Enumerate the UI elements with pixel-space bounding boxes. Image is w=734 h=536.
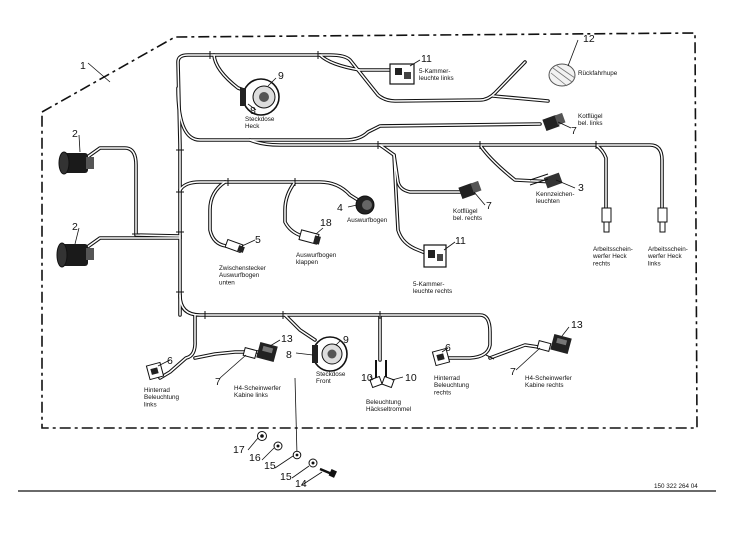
connector-kotfluegel-links (542, 112, 566, 132)
work-light-plug-links (657, 207, 668, 233)
callout-label-6: Hinterrad (144, 387, 170, 394)
callout-label-6: links (144, 401, 157, 408)
connector-kotfluegel-rechts (458, 180, 482, 200)
callout-number-2: 2 (72, 221, 78, 233)
drawing-number: 150 322 264 04 (654, 483, 698, 490)
callout-number-1: 1 (80, 60, 86, 72)
assembly-boundary (41, 32, 698, 429)
callout-label-7: Kotflügel (453, 208, 478, 215)
socket-front (312, 336, 348, 372)
callout-label-12: Rückfahrhupe (578, 70, 618, 77)
work-light-label: rechts (593, 260, 610, 267)
callout-label-10: Beleuchtung (366, 399, 402, 406)
callout-number-11: 11 (421, 53, 432, 65)
callout-number-11: 11 (455, 235, 466, 247)
callout-label-5: Auswurfbogen (219, 272, 260, 279)
callout-label-18: Auswurfbogen (296, 252, 337, 259)
callout-label-7: Kabine rechts (525, 382, 564, 389)
callout-number-14: 14 (295, 478, 307, 490)
harness-wires (84, 51, 664, 380)
callout-label-7: bel. rechts (453, 215, 482, 222)
callout-label-8: Steckdose (316, 371, 346, 378)
callout-number-17: 17 (233, 444, 245, 456)
callout-label-8: Steckdose (245, 116, 275, 123)
callout-number-13: 13 (281, 333, 293, 345)
callout-label-3: Kennzeichen- (536, 191, 575, 198)
callout-label-11: leuchte links (419, 75, 454, 82)
callout-label-7: H4-Scheinwerfer (525, 375, 572, 382)
callout-number-15: 15 (280, 471, 292, 483)
callout-number-5: 5 (255, 234, 261, 246)
callout-label-11: leuchte rechts (413, 288, 452, 295)
callout-number-16: 16 (249, 452, 261, 464)
leader-lines (74, 39, 579, 486)
reversing-horn (548, 63, 576, 87)
work-light-label: Arbeitsschein- (648, 246, 688, 253)
connector-kennzeichen (529, 172, 563, 189)
callout-number-7: 7 (215, 376, 221, 388)
callout-label-5: Zwischenstecker (219, 265, 266, 272)
flaps-connector (298, 229, 321, 245)
callout-number-10: 10 (405, 372, 417, 384)
callout-label-10: Häckseltrommel (366, 406, 411, 413)
callout-number-8: 8 (286, 349, 292, 361)
callout-number-13: 13 (571, 319, 583, 331)
callout-label-7: Kabine links (234, 392, 268, 399)
callout-number-4: 4 (337, 202, 343, 214)
callout-number-3: 3 (578, 182, 584, 194)
callout-label-11: 5-Kammer- (419, 68, 451, 75)
callout-label-7: Kotflügel (578, 113, 603, 120)
callout-label-11: 5-Kammer- (413, 281, 445, 288)
fastener-stack (257, 377, 337, 478)
callout-label-3: leuchten (536, 198, 560, 205)
five-chamber-light-right (423, 244, 447, 268)
callout-number-18: 18 (320, 217, 332, 229)
callout-label-6: Hinterrad (434, 375, 460, 382)
work-light-label: links (648, 260, 661, 267)
rear-wheel-light-left (145, 361, 165, 381)
callout-label-4: Auswurfbogen (347, 217, 388, 224)
callout-label-6: Beleuchtung (144, 394, 180, 401)
callout-label-7: H4-Scheinwerfer (234, 385, 281, 392)
callout-number-9: 9 (343, 334, 349, 346)
intermediate-plug (224, 238, 245, 254)
chopper-drum-lights (369, 360, 395, 389)
h4-connector-right (536, 333, 572, 355)
callout-number-12: 12 (583, 33, 595, 45)
h4-connector-left (242, 341, 278, 363)
callout-label-18: klappen (296, 259, 319, 266)
callout-number-2: 2 (72, 128, 78, 140)
work-light-label: werfer Heck (647, 253, 682, 260)
round-connector-2-lower (56, 242, 94, 268)
callout-number-7: 7 (510, 366, 516, 378)
callout-label-8: Heck (245, 123, 260, 130)
socket-heck (240, 78, 280, 116)
round-connector-2-upper (58, 151, 94, 175)
callout-number-6: 6 (445, 342, 451, 354)
callout-number-15: 15 (264, 460, 276, 472)
work-light-label: Arbeitsschein- (593, 246, 633, 253)
rear-wheel-light-right (431, 347, 451, 367)
five-chamber-light-left (389, 63, 415, 85)
part-labels: 1223Kennzeichen-leuchten4Auswurfbogen5Zw… (72, 33, 688, 490)
callout-label-7: bel. links (578, 120, 603, 127)
callout-number-6: 6 (167, 355, 173, 367)
auswurfbogen-connector (355, 195, 375, 215)
work-light-label: werfer Heck (592, 253, 627, 260)
callout-number-10: 10 (361, 372, 373, 384)
callout-label-8: Front (316, 378, 331, 385)
callout-number-8: 8 (250, 105, 256, 117)
callout-label-6: rechts (434, 389, 451, 396)
callout-label-5: unten (219, 279, 235, 286)
callout-number-9: 9 (278, 70, 284, 82)
callout-label-6: Beleuchtung (434, 382, 470, 389)
callout-number-7: 7 (486, 200, 492, 212)
leader-1 (87, 62, 111, 83)
callout-number-7: 7 (571, 125, 577, 137)
work-light-plug-rechts (601, 207, 612, 233)
